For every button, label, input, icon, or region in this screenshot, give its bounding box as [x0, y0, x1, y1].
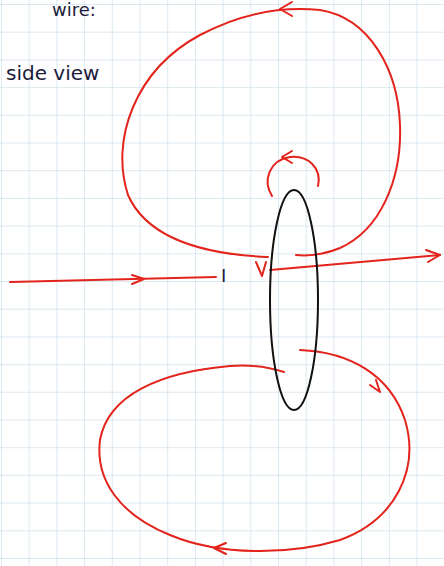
wire-line: [270, 255, 440, 270]
field-arrow: [370, 380, 380, 392]
heading-note: wire:: [52, 0, 96, 20]
current-tick: [256, 262, 266, 276]
field-arrow: [214, 543, 226, 554]
field-loop: [122, 9, 400, 257]
field-loop: [99, 350, 409, 551]
current-arrow: [426, 250, 440, 262]
wire-line: [10, 277, 216, 282]
current-arrow: [132, 275, 144, 284]
field-arrow: [282, 151, 292, 163]
wire-loop: [270, 190, 318, 410]
view-note: side view: [6, 62, 99, 84]
current-label: I: [221, 266, 226, 286]
field-arrow: [280, 2, 292, 16]
